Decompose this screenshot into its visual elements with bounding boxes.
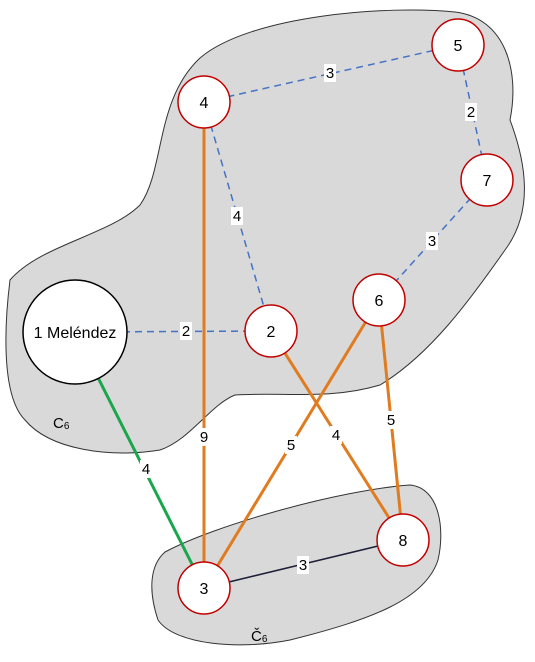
edge-weight-label-4-5: 3 <box>324 64 336 82</box>
edge-weight-text: 2 <box>182 323 190 340</box>
edge-4-5 <box>203 44 459 103</box>
edge-1-2 <box>74 330 272 333</box>
edge-weight-text: 4 <box>332 427 340 444</box>
node-label: 1 Meléndez <box>34 325 117 342</box>
node-label: 2 <box>267 324 276 341</box>
node-circle <box>460 153 514 207</box>
region-label-cv6: Č6 <box>251 628 268 645</box>
node-circle <box>177 561 231 615</box>
edge-weight-label-2-8: 4 <box>330 426 342 444</box>
edge-weight-label-6-8: 5 <box>385 411 397 429</box>
edge-weight-label-4-2: 4 <box>231 207 243 225</box>
edge-weight-text: 3 <box>326 65 334 82</box>
node-label: 3 <box>200 581 209 598</box>
edge-labels-layer: 3 2 4 3 2 9 5 4 5 4 3 <box>140 64 477 574</box>
edge-weight-label-1-3: 4 <box>140 460 152 478</box>
edge-4-2 <box>203 101 272 332</box>
edge-weight-label-1-2: 2 <box>180 322 192 340</box>
edge-weight-label-4-3: 9 <box>198 428 210 446</box>
nodes-layer: 1 Meléndez 2 3 4 5 6 7 8 <box>22 18 514 615</box>
region-label-c6: C6 <box>53 415 70 432</box>
node-label: 6 <box>375 293 384 310</box>
node-circle <box>22 279 128 385</box>
edge-7-6 <box>378 179 488 301</box>
node-7: 7 <box>460 153 514 207</box>
edge-weight-label-7-6: 3 <box>426 232 438 250</box>
node-circle <box>352 273 406 327</box>
edge-weight-label-5-7: 2 <box>465 103 477 121</box>
edge-weight-text: 4 <box>142 461 150 478</box>
edge-weight-text: 2 <box>467 104 475 121</box>
node-5: 5 <box>431 18 485 72</box>
edge-weight-text: 3 <box>299 557 307 574</box>
node-4: 4 <box>177 75 231 129</box>
edge-weight-text: 4 <box>233 208 241 225</box>
node-label: 8 <box>399 533 408 550</box>
edge-weight-text: 3 <box>428 233 436 250</box>
node-1: 1 Meléndez <box>22 279 128 385</box>
edge-weight-text: 5 <box>387 412 395 429</box>
node-circle <box>177 75 231 129</box>
node-6: 6 <box>352 273 406 327</box>
node-8: 8 <box>376 513 430 567</box>
node-2: 2 <box>244 304 298 358</box>
node-circle <box>244 304 298 358</box>
edge-weight-label-6-3: 5 <box>285 436 297 454</box>
edge-weight-text: 9 <box>200 429 208 446</box>
node-circle <box>376 513 430 567</box>
node-label: 7 <box>483 173 492 190</box>
node-label: 5 <box>454 38 463 55</box>
edge-weight-label-3-8: 3 <box>297 556 309 574</box>
node-circle <box>431 18 485 72</box>
region-c6 <box>5 9 525 454</box>
edge-weight-text: 5 <box>287 437 295 454</box>
node-3: 3 <box>177 561 231 615</box>
node-label: 4 <box>200 95 209 112</box>
